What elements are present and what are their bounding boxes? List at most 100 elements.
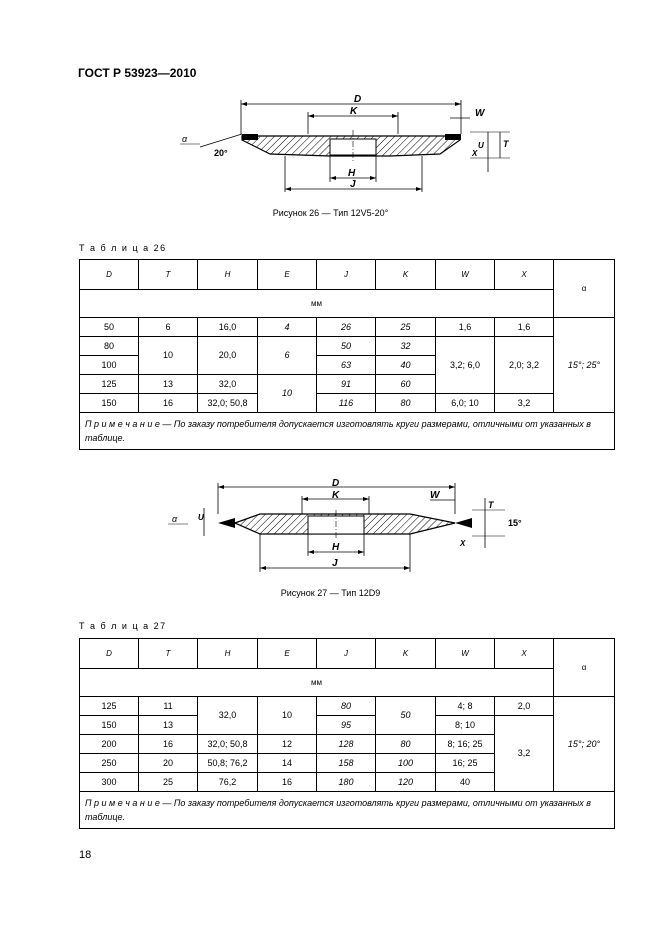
table-26-note: П р и м е ч а н и е — По заказу потребит… xyxy=(79,412,615,450)
cell: 150 xyxy=(79,715,139,735)
dim-k-label: K xyxy=(332,490,340,501)
table-26-label: Т а б л и ц а 26 xyxy=(79,243,167,253)
unit-row: мм xyxy=(79,289,554,318)
page-number: 18 xyxy=(79,849,92,861)
table-26: D T H E J K W X α мм 50 6 16,0 4 26 25 1… xyxy=(79,259,615,450)
cell: 125 xyxy=(79,696,139,716)
col-header-j: J xyxy=(316,638,376,669)
col-header-alpha: α xyxy=(553,259,615,318)
cell: 180 xyxy=(316,772,376,792)
col-header-w: W xyxy=(435,259,495,290)
cell: 128 xyxy=(316,734,376,754)
cell: 10 xyxy=(257,696,317,735)
cell: 8; 10 xyxy=(435,715,495,735)
alpha-label: α xyxy=(172,514,178,524)
angle-label: 15° xyxy=(508,518,522,528)
cell: 12 xyxy=(257,734,317,754)
figure-27-drawing: D K W α U T X 15° H J xyxy=(168,478,522,572)
cell: 60 xyxy=(375,374,436,394)
table-row: 125 11 32,0 10 80 50 4; 8 2,0 15°; 20° xyxy=(79,696,615,792)
table-row: 300 25 76,2 16 180 120 40 xyxy=(79,772,615,792)
table-row: 150 13 95 8; 10 3,2 xyxy=(79,715,615,792)
cell: 13 xyxy=(138,374,198,394)
col-header-e: E xyxy=(257,638,317,669)
table-row: 50 6 16,0 4 26 25 1,6 1,6 15°; 25° xyxy=(79,317,615,413)
table-27-label: Т а б л и ц а 27 xyxy=(79,621,167,631)
cell: 16; 25 xyxy=(435,753,495,773)
cell: 80 xyxy=(316,696,376,716)
cell: 200 xyxy=(79,734,139,754)
dim-t-label: T xyxy=(503,139,510,149)
note-text: — По заказу потребителя допускается изго… xyxy=(85,798,591,822)
cell: 3,2 xyxy=(494,715,554,792)
cell: 50 xyxy=(375,696,436,735)
dim-j-label: J xyxy=(332,558,338,569)
cell: 32 xyxy=(375,336,436,356)
dim-w-label: W xyxy=(475,108,486,119)
cell: 40 xyxy=(435,772,495,792)
cell: 25 xyxy=(375,317,436,337)
dim-u-label: U xyxy=(198,513,204,522)
cell: 40 xyxy=(375,355,436,375)
col-header-h: H xyxy=(197,259,258,290)
dim-d-label: D xyxy=(332,478,339,489)
dim-d-label: D xyxy=(354,94,361,105)
cell: 100 xyxy=(79,355,139,375)
cell: 1,6 xyxy=(435,317,495,337)
cell: 26 xyxy=(316,317,376,337)
cell: 13 xyxy=(138,715,198,735)
table-row: 150 16 32,0; 50,8 116 80 6,0; 10 3,2 xyxy=(79,393,615,413)
cell: 32,0; 50,8 xyxy=(197,734,258,754)
cell: 4 xyxy=(257,317,317,337)
cell: 32,0; 50,8 xyxy=(197,393,258,413)
col-header-t: T xyxy=(138,638,198,669)
cell: 80 xyxy=(79,336,139,356)
document-header: ГОСТ Р 53923—2010 xyxy=(78,66,197,80)
cell: 20 xyxy=(138,753,198,773)
cell: 6,0; 10 xyxy=(435,393,495,413)
cell: 14 xyxy=(257,753,317,773)
dim-t-label: T xyxy=(488,500,495,510)
dim-u-label: U xyxy=(478,141,484,150)
cell: 3,2; 6,0 xyxy=(435,336,495,394)
col-header-t: T xyxy=(138,259,198,290)
dim-h-label: H xyxy=(348,168,356,179)
note-text: — По заказу потребителя допускается изго… xyxy=(85,419,591,443)
cell: 6 xyxy=(138,317,198,337)
alpha-label: α xyxy=(182,134,188,144)
dim-h-label: H xyxy=(332,542,340,553)
cell: 100 xyxy=(375,753,436,773)
cell: 50 xyxy=(316,336,376,356)
dim-x-label: X xyxy=(459,539,466,548)
table-27: D T H E J K W X α мм 125 11 32,0 10 80 5… xyxy=(79,638,615,829)
col-header-h: H xyxy=(197,638,258,669)
cell: 32,0 xyxy=(197,374,258,394)
cell: 63 xyxy=(316,355,376,375)
cell: 120 xyxy=(375,772,436,792)
cell: 116 xyxy=(316,393,376,413)
cell: 80 xyxy=(375,734,436,754)
col-header-w: W xyxy=(435,638,495,669)
cell: 158 xyxy=(316,753,376,773)
table-row: 80 10 20,0 6 50 32 3,2; 6,0 2,0; 3,2 xyxy=(79,336,615,394)
dim-w-label: W xyxy=(430,490,441,501)
cell: 300 xyxy=(79,772,139,792)
cell: 32,0 xyxy=(197,696,258,735)
col-header-x: X xyxy=(494,638,554,669)
dim-x-label: X xyxy=(471,149,478,158)
cell: 16 xyxy=(138,393,198,413)
cell: 11 xyxy=(138,696,198,716)
note-prefix: П р и м е ч а н и е xyxy=(85,798,160,808)
cell: 4; 8 xyxy=(435,696,495,716)
cell: 50 xyxy=(79,317,139,337)
col-header-j: J xyxy=(316,259,376,290)
table-row: 250 20 50,8; 76,2 14 158 100 16; 25 xyxy=(79,753,615,773)
figure-27-caption: Рисунок 27 — Тип 12D9 xyxy=(280,588,381,598)
dim-k-label: K xyxy=(350,106,358,117)
cell: 20,0 xyxy=(197,336,258,375)
cell: 1,6 xyxy=(494,317,554,337)
cell: 10 xyxy=(138,336,198,375)
col-header-e: E xyxy=(257,259,317,290)
cell: 76,2 xyxy=(197,772,258,792)
cell: 95 xyxy=(316,715,376,735)
